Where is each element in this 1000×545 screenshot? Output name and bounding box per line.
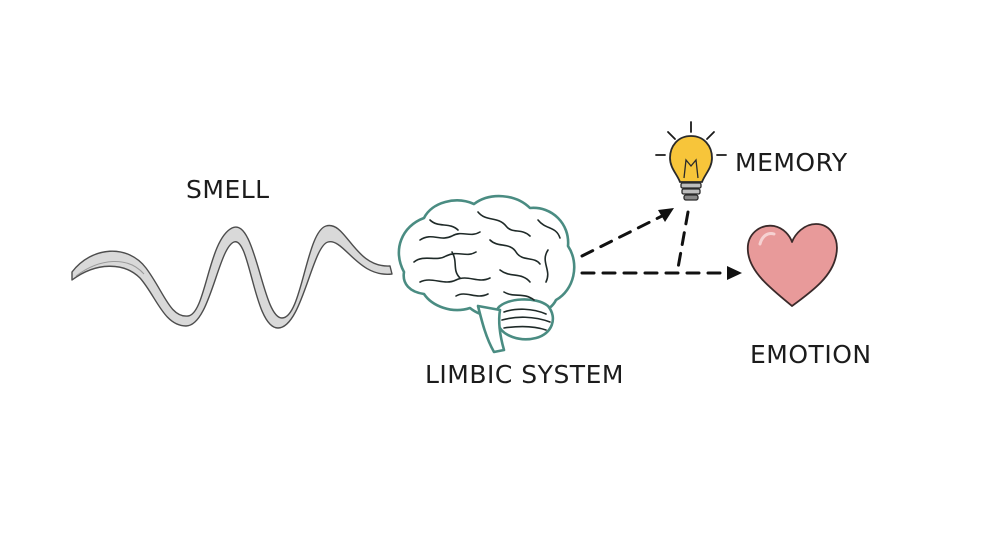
limbic-system-label: LIMBIC SYSTEM [425,360,624,389]
arrow-limbic-to-emotion [580,266,742,280]
dashed-link-memory-to-emotion [676,210,690,270]
arrow-limbic-to-memory [580,208,674,258]
smell-wave-icon [71,224,393,329]
heart-icon [747,223,838,307]
brain-icon [397,194,576,354]
lightbulb-icon [655,121,727,201]
memory-label: MEMORY [735,148,848,177]
emotion-label: EMOTION [750,340,872,369]
smell-label: SMELL [186,175,270,204]
